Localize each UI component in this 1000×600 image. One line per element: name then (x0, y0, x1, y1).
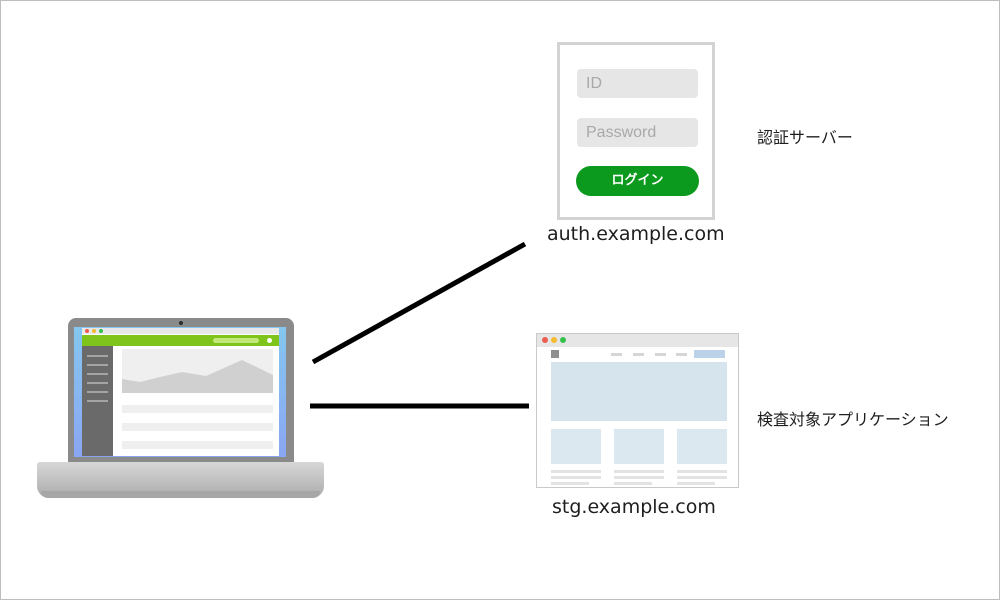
auth-domain-label: auth.example.com (547, 223, 725, 245)
site-nav-active (694, 350, 725, 358)
browser-titlebar (537, 334, 738, 347)
site-text-line (551, 470, 601, 473)
app-sidebar-item (87, 355, 108, 357)
id-input[interactable]: ID (577, 69, 698, 98)
site-text-line (677, 482, 715, 485)
site-text-line (551, 476, 601, 479)
target-domain-label: stg.example.com (552, 496, 716, 518)
app-header (82, 335, 279, 346)
site-text-line (614, 470, 664, 473)
app-sidebar-item (87, 364, 108, 366)
auth-role-label: 認証サーバー (757, 128, 853, 147)
site-card-image (551, 429, 601, 464)
site-text-line (677, 476, 727, 479)
target-role-label: 検査対象アプリケーション (757, 410, 949, 429)
bottom-notch (501, 594, 519, 599)
site-text-line (551, 482, 589, 485)
site-text-line (614, 482, 652, 485)
app-sidebar-item (87, 382, 108, 384)
app-sidebar-item (87, 400, 108, 402)
minimize-dot-icon (551, 337, 557, 343)
login-button[interactable]: ログイン (576, 166, 699, 196)
site-text-line (614, 476, 664, 479)
app-search-bar (213, 338, 259, 343)
app-list-row (122, 441, 273, 449)
app-graph-panel (122, 349, 273, 393)
area-graph-icon (122, 360, 273, 393)
close-dot-icon (85, 329, 89, 333)
site-logo-icon (551, 350, 559, 358)
maximize-dot-icon (99, 329, 103, 333)
site-nav-item (633, 353, 644, 356)
app-sidebar-item (87, 391, 108, 393)
maximize-dot-icon (560, 337, 566, 343)
site-nav-item (655, 353, 666, 356)
app-titlebar (82, 328, 279, 334)
dashboard-app (82, 328, 279, 456)
password-input[interactable]: Password (577, 118, 698, 147)
laptop-base-edge (41, 491, 320, 498)
close-dot-icon (542, 337, 548, 343)
minimize-dot-icon (92, 329, 96, 333)
site-card-image (614, 429, 664, 464)
app-avatar-icon (267, 338, 272, 343)
site-text-line (677, 470, 727, 473)
connector-client-auth (311, 241, 527, 365)
target-site-mockup (536, 333, 739, 488)
app-list-row (122, 405, 273, 413)
site-nav-item (611, 353, 622, 356)
camera-icon (179, 321, 183, 325)
site-nav-item (676, 353, 687, 356)
site-hero-image (551, 362, 727, 421)
app-sidebar (82, 346, 113, 456)
app-sidebar-item (87, 373, 108, 375)
auth-login-card: ID Password ログイン (557, 42, 715, 220)
site-card-image (677, 429, 727, 464)
app-list-row (122, 423, 273, 431)
